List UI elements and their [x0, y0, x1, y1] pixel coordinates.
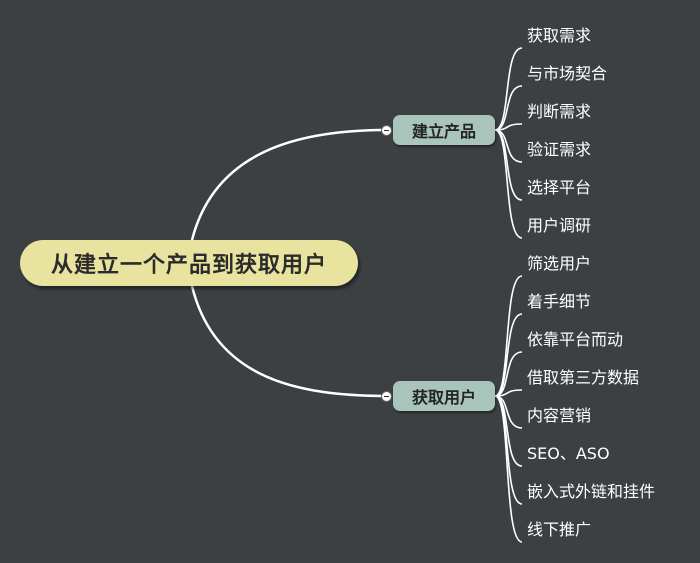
leaf-connector: [494, 275, 523, 397]
branch-acquire-users[interactable]: 获取用户: [393, 381, 495, 411]
leaf-connector: [494, 85, 523, 131]
root-topic-label: 从建立一个产品到获取用户: [50, 253, 327, 278]
collapse-toggle-build[interactable]: [381, 125, 392, 136]
connector-root-acquire: [190, 285, 389, 398]
leaf-topic[interactable]: 选择平台: [527, 178, 592, 197]
leaf-connector: [494, 313, 523, 397]
leaf-connector: [494, 351, 523, 397]
root-topic[interactable]: 从建立一个产品到获取用户: [20, 240, 358, 286]
leaf-topic[interactable]: 内容营销: [527, 406, 592, 425]
leaf-topic[interactable]: 验证需求: [527, 140, 592, 159]
leaf-connector: [494, 395, 523, 543]
leaf-topic[interactable]: 获取需求: [527, 26, 592, 45]
collapse-toggle-acquire[interactable]: [381, 391, 392, 402]
leaf-connector: [494, 129, 523, 163]
leaf-connectors: [494, 47, 523, 543]
leaf-topic[interactable]: 筛选用户: [527, 254, 592, 273]
leaf-topic[interactable]: 判断需求: [527, 102, 592, 121]
leaf-topic[interactable]: 着手细节: [527, 292, 592, 311]
branch-acquire-users-label: 获取用户: [411, 388, 476, 407]
leaf-connector: [494, 47, 523, 131]
leaf-topic[interactable]: 嵌入式外链和挂件: [527, 482, 656, 501]
leaf-topic[interactable]: 与市场契合: [527, 64, 608, 83]
leaf-topic[interactable]: 借取第三方数据: [527, 368, 640, 387]
connector-root-build: [190, 128, 389, 241]
leaf-topic[interactable]: 依靠平台而动: [527, 330, 624, 349]
branch-build-product[interactable]: 建立产品: [393, 115, 495, 145]
leaf-topic[interactable]: 线下推广: [527, 520, 592, 539]
leaf-topic[interactable]: SEO、ASO: [527, 444, 610, 463]
leaf-connector: [494, 129, 523, 239]
branch-build-product-label: 建立产品: [411, 122, 476, 141]
leaf-topic[interactable]: 用户调研: [527, 216, 592, 235]
